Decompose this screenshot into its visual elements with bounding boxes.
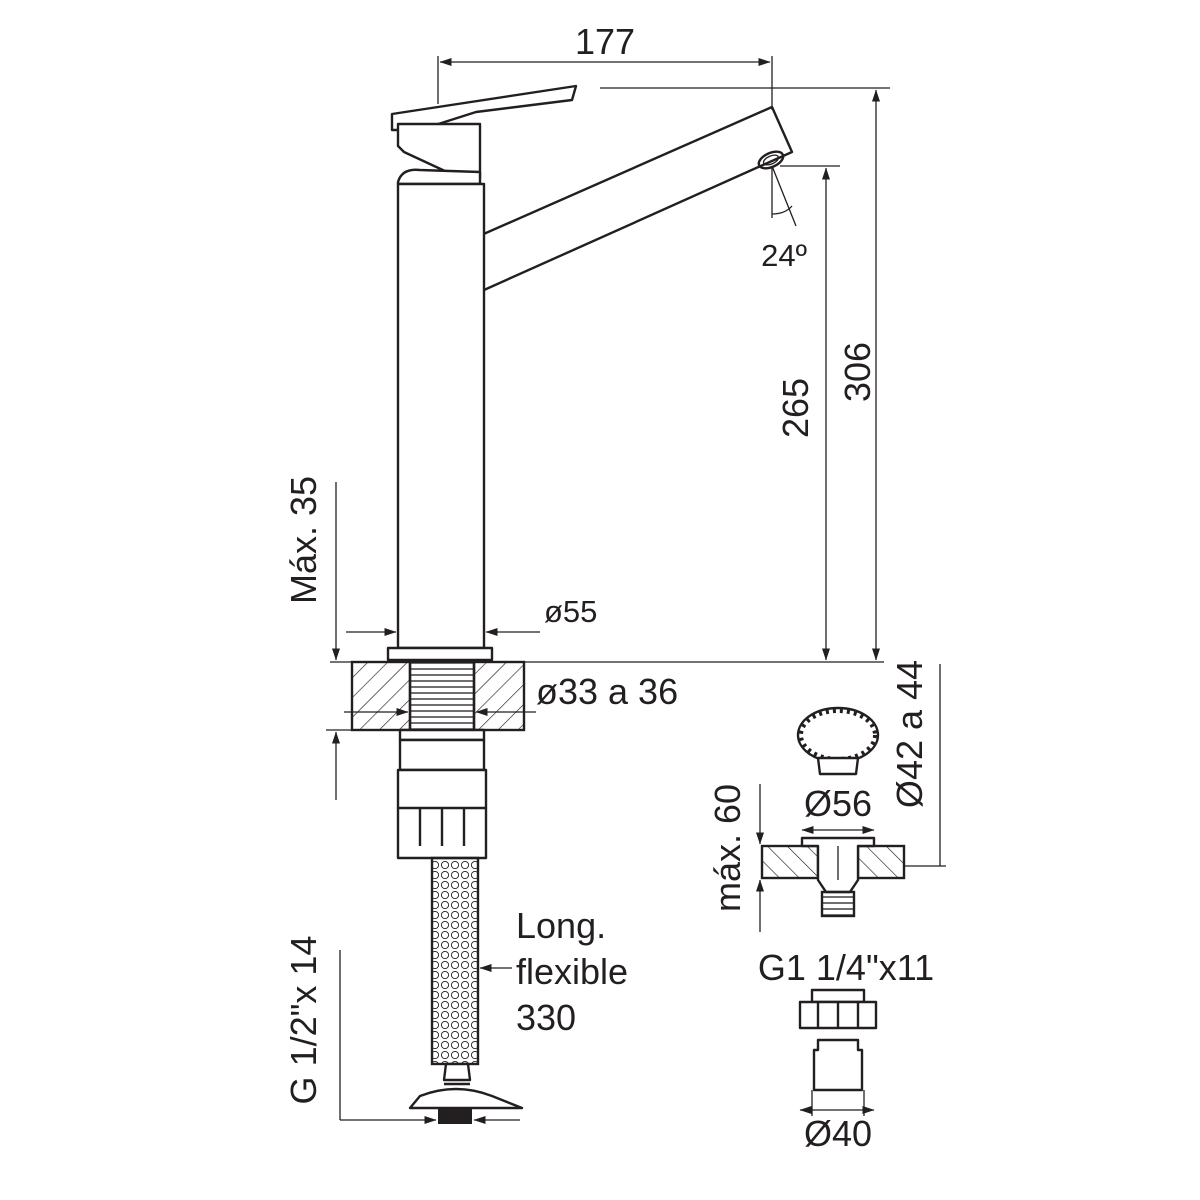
drain-thread	[820, 890, 856, 918]
dimension-lines	[326, 56, 890, 1124]
drain-valve-detail	[756, 664, 946, 1116]
dim-dia-33-36: ø33 a 36	[536, 671, 678, 712]
dim-thread-g12: G 1/2"x 14	[283, 936, 324, 1105]
dim-thread-g114: G1 1/4"x11	[758, 947, 934, 988]
flexible-hose	[408, 856, 524, 1124]
drain-cap-neck	[816, 756, 860, 776]
hose-braid	[430, 856, 480, 1066]
basin-right	[856, 844, 906, 880]
countertop-left	[350, 660, 412, 732]
fixing-washer	[398, 728, 486, 742]
drain-washer	[810, 988, 866, 1004]
dim-max-60: máx. 60	[707, 784, 748, 912]
hose-label-flexible: flexible	[516, 951, 628, 992]
main-column	[396, 182, 486, 650]
hose-fitting	[442, 1062, 472, 1082]
dim-width-177: 177	[575, 21, 635, 62]
countertop-section	[350, 660, 526, 860]
hose-label-long: Long.	[516, 905, 606, 946]
faucet-body	[386, 84, 794, 662]
dim-dia-55: ø55	[544, 594, 597, 629]
dim-dia-42-44: Ø42 a 44	[889, 660, 930, 808]
dim-angle-24: 24º	[761, 238, 807, 273]
lever-handle	[390, 84, 578, 132]
hose-nut	[408, 1087, 524, 1110]
dim-dia-56: Ø56	[804, 783, 872, 824]
dim-dia-40: Ø40	[804, 1113, 872, 1154]
fixing-nut	[398, 738, 486, 772]
dim-max-35: Máx. 35	[283, 476, 324, 604]
drain-cap	[796, 706, 880, 764]
threaded-shank	[408, 660, 476, 732]
countertop-right	[472, 660, 526, 732]
hose-end-thread	[438, 1108, 472, 1124]
drain-tailpiece	[812, 1038, 864, 1092]
basin-left	[760, 844, 820, 880]
base-flange	[386, 646, 494, 662]
aerator	[757, 150, 785, 170]
hose-label-330: 330	[516, 997, 576, 1038]
spout	[468, 105, 794, 292]
collar	[396, 168, 482, 186]
dim-height-306: 306	[837, 342, 878, 402]
dim-height-265: 265	[775, 378, 816, 438]
